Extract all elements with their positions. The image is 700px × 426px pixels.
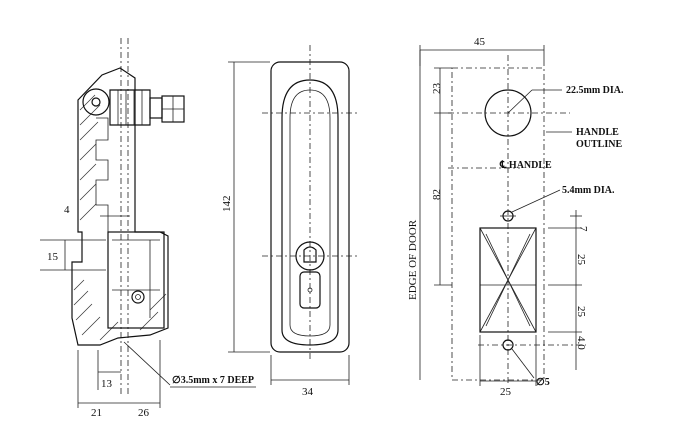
section-view: 4 15 13 21 26 ∅3.5mm x 7 DEEP [40,38,256,419]
edge-of-door-label: EDGE OF DOOR [407,219,419,300]
dim-4-0-label: 4.0 [575,336,587,350]
dim-21-label: 21 [91,407,102,419]
dim-142-label: 142 [221,196,233,213]
dim-15-label: 15 [47,251,59,263]
dim-23-label: 23 [431,83,443,95]
dia-5-label: ∅5 [536,377,550,388]
dim-25b-label: 25 [575,306,587,318]
dim-45-label: 45 [474,36,486,48]
dim-25c-label: 25 [500,386,512,398]
dia-22-5-label: 22.5mm DIA. [566,85,624,96]
dim-34-label: 34 [302,386,314,398]
dia-5-4-label: 5.4mm DIA. [562,185,615,196]
handle-outline-label-1: HANDLE [576,127,619,138]
handle-outline-label-2: OUTLINE [576,139,622,150]
dim-25a-label: 25 [575,254,587,266]
hole-note-label: ∅3.5mm x 7 DEEP [172,375,254,386]
dim-7-label: 7 [577,226,589,232]
dim-82-label: 82 [431,189,443,200]
dim-4-label: 4 [64,204,70,216]
cl-handle-label: ℄ HANDLE [499,160,552,171]
front-view: 142 34 [221,45,358,398]
cutout-template: 45 EDGE OF DOOR 22.5mm DIA. 23 HANDLE OU… [407,36,624,398]
dim-26-label: 26 [138,407,150,419]
dim-13-label: 13 [101,378,113,390]
